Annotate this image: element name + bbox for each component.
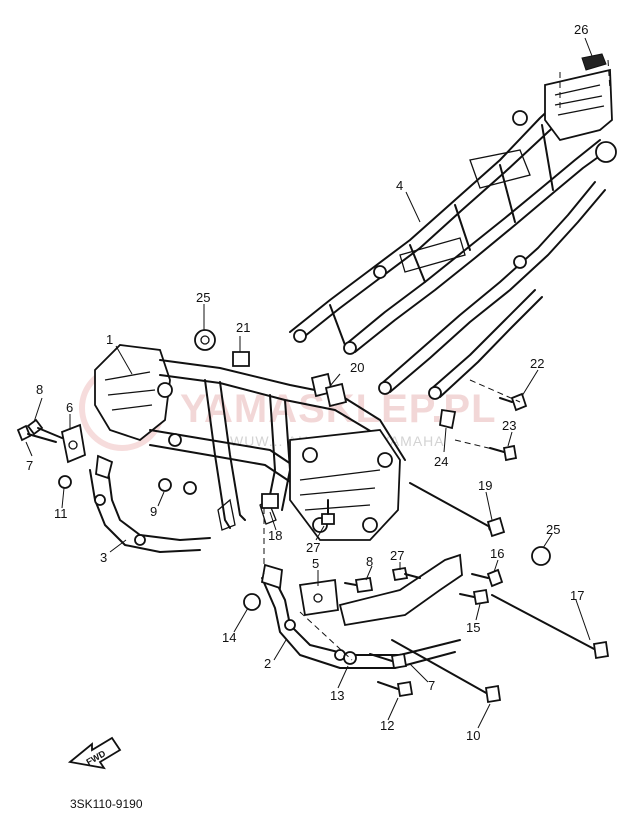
long-bolt-17 <box>491 594 610 660</box>
callout-12: 12 <box>380 718 394 733</box>
bracket-6 <box>60 423 87 464</box>
callout-5: 5 <box>312 556 319 571</box>
callout-25-upper: 25 <box>196 290 210 305</box>
callout-7-lower: 7 <box>428 678 435 693</box>
bolt-7-lower <box>369 652 408 670</box>
bracket-5 <box>298 578 339 617</box>
leader-lines <box>25 37 593 729</box>
callout-13: 13 <box>330 688 344 703</box>
callout-23: 23 <box>502 418 516 433</box>
callout-11: 11 <box>54 506 68 521</box>
callout-16: 16 <box>490 546 504 561</box>
callout-8-upper: 8 <box>36 382 43 397</box>
callout-1: 1 <box>106 332 113 347</box>
engine-mount-bracket <box>338 553 463 627</box>
long-bolt-19 <box>409 482 506 538</box>
collar-21 <box>232 351 250 367</box>
rubber-grommet-26 <box>581 53 607 71</box>
assembly-line-grommet <box>559 59 611 110</box>
callout-22: 22 <box>530 356 544 371</box>
bolt-12 <box>377 680 414 698</box>
callout-17: 17 <box>570 588 584 603</box>
fwd-arrow: FWD <box>67 736 122 770</box>
callout-20: 20 <box>350 360 364 375</box>
callout-27-lower: 27 <box>390 548 404 563</box>
bolt-27-upper <box>321 499 335 525</box>
callout-27-upper: 27 <box>306 540 320 555</box>
callout-19: 19 <box>478 478 492 493</box>
assembly-line-lower-frame <box>299 611 353 661</box>
diagram-code: 3SK110-9190 <box>70 797 143 811</box>
nut-11 <box>58 475 72 489</box>
callout-10: 10 <box>466 728 480 743</box>
bolt-22 <box>499 392 528 412</box>
callout-14: 14 <box>222 630 236 645</box>
collar-14 <box>243 593 261 611</box>
clip-24 <box>439 408 457 430</box>
bracket-5-hole <box>313 593 323 603</box>
main-frame <box>94 344 406 541</box>
callout-18: 18 <box>268 528 282 543</box>
callout-25-lower: 25 <box>546 522 560 537</box>
collar-18 <box>261 493 279 509</box>
bracket-6-hole <box>68 440 78 450</box>
callout-24: 24 <box>434 454 448 469</box>
callout-2: 2 <box>264 656 271 671</box>
bolt-8-lower <box>344 576 374 594</box>
damper-25-upper-hole <box>200 335 210 345</box>
bolt-27-lower <box>391 566 421 582</box>
assembly-line-bolt-22 <box>469 379 521 403</box>
bolt-15 <box>459 588 490 606</box>
callout-7-upper: 7 <box>26 458 33 473</box>
damper-25-upper <box>194 329 216 351</box>
callout-26: 26 <box>574 22 588 37</box>
callout-4: 4 <box>396 178 403 193</box>
damper-25-lower <box>531 546 551 566</box>
bolt-23 <box>489 444 518 462</box>
callouts: 1 2 3 4 5 6 7 7 8 8 9 10 11 12 13 14 15 … <box>26 22 588 743</box>
assembly-line-bolt-23 <box>454 439 506 453</box>
long-bolt-10 <box>391 639 502 704</box>
lower-frame-left <box>89 454 211 553</box>
bolt-8-upper <box>26 418 63 439</box>
callout-8-lower: 8 <box>366 554 373 569</box>
callout-15: 15 <box>466 620 480 635</box>
bolt-16 <box>471 568 504 588</box>
fwd-arrow-icon <box>67 736 122 770</box>
callout-9: 9 <box>150 504 157 519</box>
collar-20-b <box>324 382 348 408</box>
rear-frame <box>289 68 617 400</box>
callout-21: 21 <box>236 320 250 335</box>
nut-9-b <box>183 481 197 495</box>
bolt-7-upper <box>16 424 57 443</box>
nut-9-a <box>158 478 172 492</box>
callout-3: 3 <box>100 550 107 565</box>
callout-6: 6 <box>66 400 73 415</box>
